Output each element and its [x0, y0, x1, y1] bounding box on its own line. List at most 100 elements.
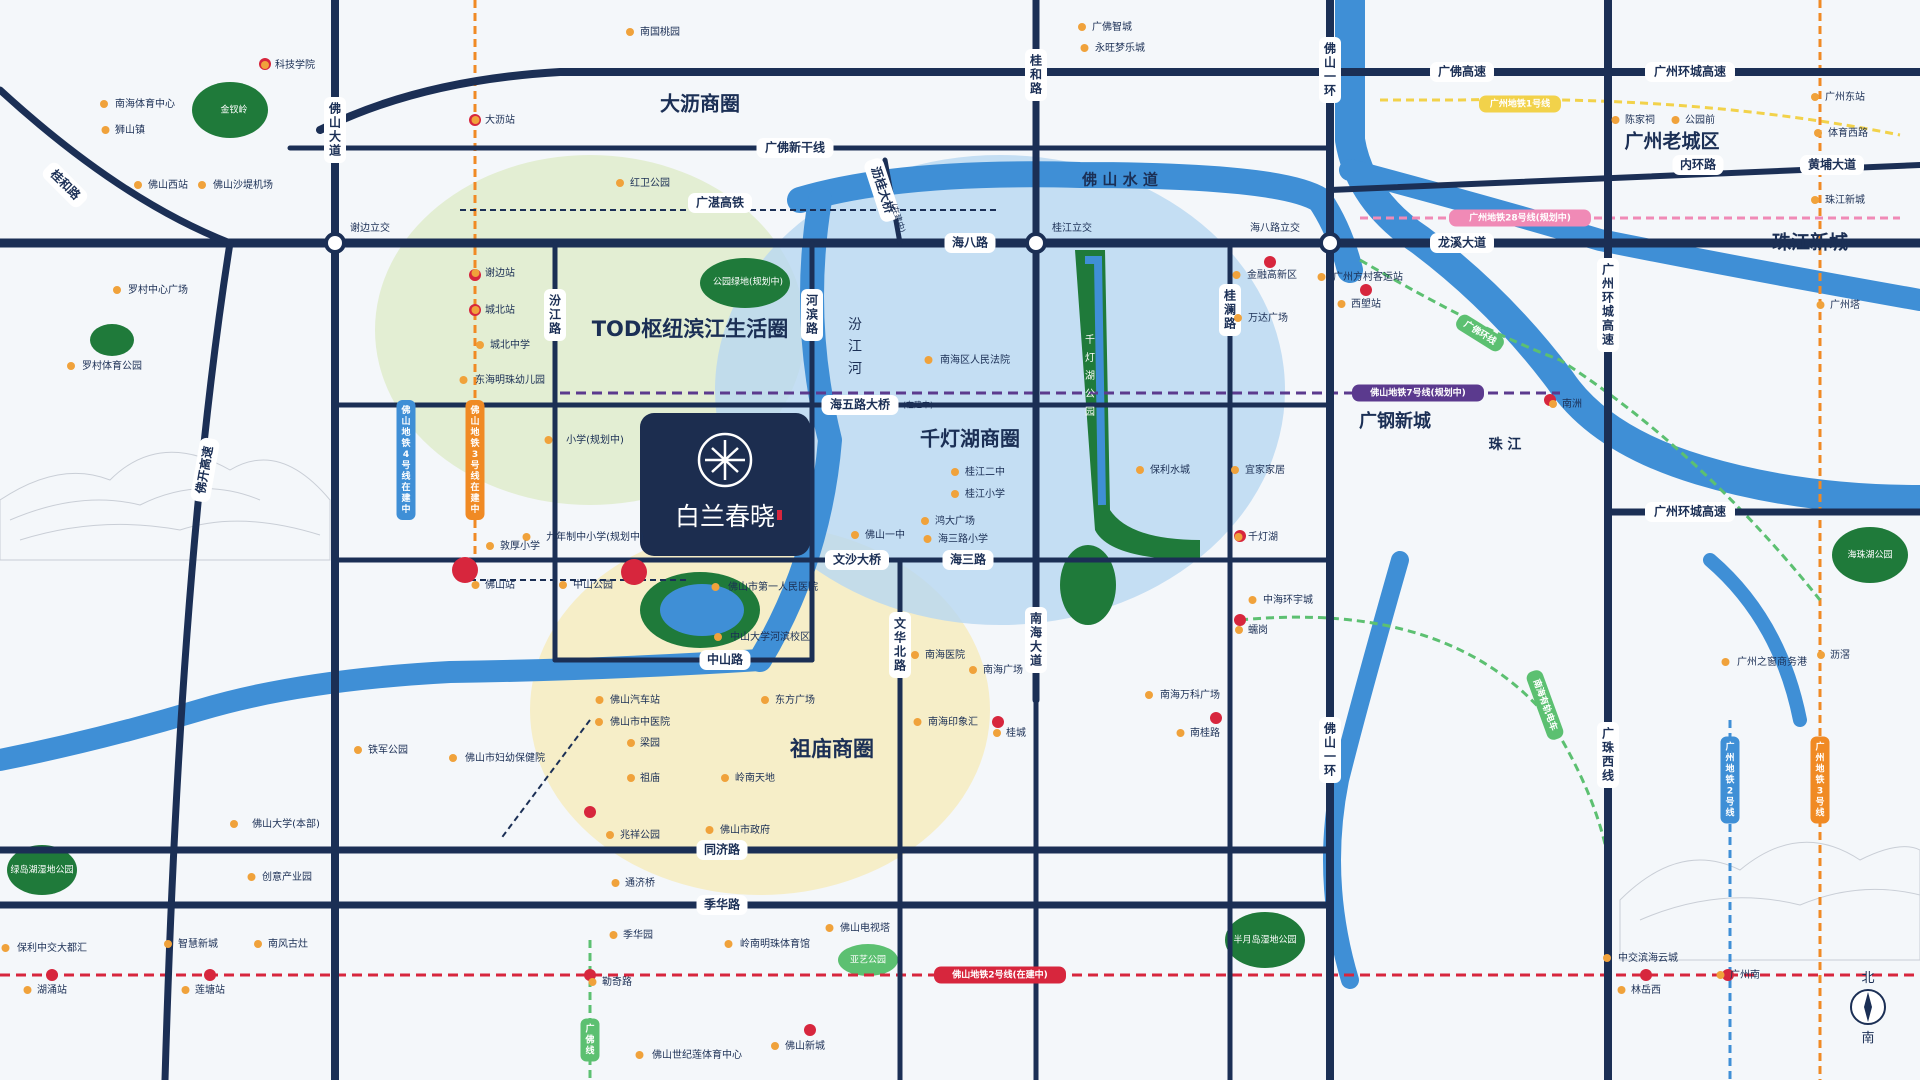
metro-line-label: 地 — [470, 426, 479, 438]
road-label: 速 — [1602, 332, 1614, 347]
poi-pin-icon — [705, 826, 714, 834]
district-label: 广州老城区 — [1624, 130, 1719, 153]
park-qiandenghu-path — [1075, 250, 1200, 560]
poi-label: 红卫公园 — [630, 176, 670, 189]
road-label: 道 — [1030, 653, 1042, 668]
road-label-bg — [190, 437, 220, 503]
poi-pin-icon — [1617, 986, 1626, 994]
poi-pin-icon — [67, 362, 75, 370]
poi-label: 敦厚小学 — [500, 539, 540, 552]
poi-label: 中海环宇城 — [1263, 593, 1313, 606]
road-label: 和 — [1029, 67, 1042, 82]
poi-pin-icon — [113, 286, 121, 294]
road-label: 线 — [1602, 768, 1614, 783]
poi-pin-icon — [1549, 400, 1557, 408]
metro-line-label: 佛 — [584, 1034, 594, 1046]
metro-line-label-bg — [580, 1018, 600, 1062]
road-label: 黄埔大道 — [1808, 157, 1856, 172]
compass-north: 北 — [1861, 971, 1874, 986]
poi-label: 罗村体育公园 — [82, 359, 142, 372]
poi-label: 兆祥公园 — [620, 828, 660, 841]
poi-label: 中山公园 — [573, 578, 613, 591]
road-label-bg — [1219, 284, 1241, 336]
poi-pin-icon — [711, 583, 720, 591]
poi-label: 佛山市妇幼保健院 — [465, 751, 545, 764]
road-label-bg — [801, 289, 823, 341]
poi-pin-icon — [771, 1042, 779, 1050]
metro-line-label: 广州地铁1号线 — [1490, 98, 1550, 110]
road-label: 海三路 — [950, 552, 987, 567]
metro-line-label: 在 — [470, 481, 479, 493]
poi-pin-icon — [1811, 196, 1819, 204]
poi-pin-icon — [230, 820, 238, 828]
poi-pin-icon — [1716, 971, 1725, 979]
road-label: 山 — [1324, 55, 1336, 70]
road-label: 汾 — [549, 293, 561, 308]
poi-label: 佛山新城 — [785, 1039, 825, 1052]
line-tram — [1239, 615, 1612, 871]
poi-pin-icon — [924, 356, 933, 364]
road-label: 华 — [894, 630, 906, 645]
poi-label: 佛山电视塔 — [840, 921, 890, 934]
road-label: 广 — [1602, 262, 1614, 277]
poi-label: 体育西路 — [1828, 126, 1868, 139]
poi-label: 广佛智城 — [1092, 20, 1132, 33]
poi-pin-icon — [1248, 596, 1257, 604]
road-label: 文沙大桥 — [833, 552, 882, 567]
poi-label: 佛山市中医院 — [610, 715, 670, 728]
map-labels: 大沥商圈TOD枢纽滨江生活圈千灯湖商圈祖庙商圈广州老城区珠江新城广钢新城广佛高速… — [1, 20, 1893, 1062]
road-label-bg — [1319, 37, 1341, 103]
poi-label: 公园前 — [1685, 113, 1715, 126]
park-label: 公园绿地(规划中) — [713, 276, 783, 288]
metro-line-label: 3 — [472, 450, 478, 460]
poi-label: 湖涌站 — [37, 983, 67, 996]
poi-pin-icon — [616, 179, 624, 187]
poi-pin-icon — [544, 436, 553, 444]
poi-pin-icon — [198, 181, 206, 189]
poi-pin-icon — [459, 376, 468, 384]
road-label: 环 — [1324, 764, 1336, 778]
poi-label: 中交滨海云城 — [1618, 951, 1678, 964]
road-label: 南 — [1030, 611, 1042, 626]
poi-label: 科技学院 — [275, 58, 315, 71]
poi-label: 南海区人民法院 — [940, 353, 1010, 366]
road-label: 广佛新干线 — [765, 140, 825, 155]
district-label: TOD枢纽滨江生活圈 — [592, 317, 789, 341]
road-label: 山 — [1324, 735, 1336, 750]
poi-label: 广州南 — [1730, 968, 1760, 981]
road-label: 桂 — [1223, 288, 1236, 303]
poi-pin-icon — [1811, 93, 1819, 101]
park-label: 半月岛湿地公园 — [1233, 934, 1296, 946]
poi-label: 南海印象汇 — [928, 715, 978, 728]
road-label: 海八路 — [952, 235, 989, 250]
metro-line-label: 号 — [401, 460, 410, 471]
road-label: 州 — [1601, 277, 1614, 291]
project-box[interactable] — [640, 413, 810, 556]
line-gz1 — [1380, 97, 1901, 137]
metro-line-label: 2 — [1727, 787, 1733, 797]
road-label-bg — [756, 138, 834, 158]
road-label: 路 — [1224, 316, 1237, 331]
metro-line-label: 广 — [1815, 741, 1824, 753]
poi-pin-icon — [1337, 300, 1346, 308]
poi-pin-icon — [449, 754, 457, 762]
water-label: 灯 — [1085, 352, 1095, 364]
poi-label: 广州方村客运站 — [1333, 270, 1403, 283]
poi-pin-icon — [627, 739, 635, 747]
poi-pin-icon — [611, 879, 620, 887]
project-marker[interactable]: 白兰春晓 — [640, 413, 810, 556]
poi-pin-icon — [626, 28, 634, 36]
mountain-sketch-right — [1619, 841, 1920, 961]
mountain-sketch-left — [0, 451, 331, 561]
poi-pin-icon — [761, 696, 769, 704]
poi-label: 林岳西 — [1631, 983, 1661, 996]
poi-pin-icon — [921, 517, 929, 525]
poi-label: 海三路小学 — [938, 532, 988, 545]
poi-pin-icon — [1080, 44, 1089, 52]
road-label: 珠 — [1602, 740, 1615, 755]
project-seal-mark — [777, 510, 782, 520]
road-label: 山 — [329, 115, 341, 130]
metro-line-label: 号 — [1725, 797, 1734, 808]
poi-label: 桂江小学 — [965, 487, 1005, 500]
